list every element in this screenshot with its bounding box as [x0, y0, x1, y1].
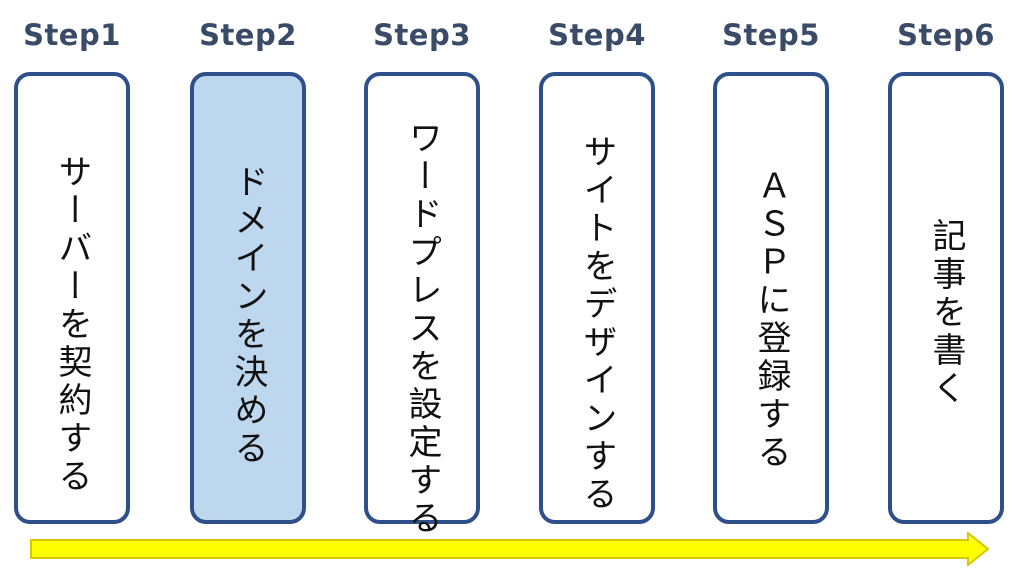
step-text: ワードプレスを設定する [402, 120, 442, 538]
step-text: サイトをデザインする [577, 134, 617, 514]
step-card: ＡＳＰに登録する [713, 72, 829, 524]
steps-flow: Step1 サーバーを契約する Step2 ドメインを決める Step3 ワード… [14, 0, 1004, 540]
step-label: Step2 [199, 18, 297, 52]
step-card: サイトをデザインする [539, 72, 655, 524]
step-text: ＡＳＰに登録する [751, 168, 791, 472]
step-2: Step2 ドメインを決める [190, 0, 306, 540]
step-card: 記事を書く [888, 72, 1004, 524]
step-text: 記事を書く [926, 218, 966, 408]
step-4: Step4 サイトをデザインする [539, 0, 655, 540]
step-3: Step3 ワードプレスを設定する [364, 0, 480, 540]
step-1: Step1 サーバーを契約する [14, 0, 130, 540]
step-label: Step5 [722, 18, 820, 52]
step-text: ドメインを決める [228, 164, 268, 468]
step-card: ワードプレスを設定する [364, 72, 480, 538]
step-label: Step6 [897, 18, 995, 52]
right-arrow-icon [30, 532, 990, 566]
step-label: Step3 [373, 18, 471, 52]
step-card-highlighted: ドメインを決める [190, 72, 306, 524]
step-label: Step4 [548, 18, 646, 52]
step-label: Step1 [23, 18, 121, 52]
step-text: サーバーを契約する [52, 154, 92, 496]
step-card: サーバーを契約する [14, 72, 130, 524]
step-6: Step6 記事を書く [888, 0, 1004, 540]
step-5: Step5 ＡＳＰに登録する [713, 0, 829, 540]
